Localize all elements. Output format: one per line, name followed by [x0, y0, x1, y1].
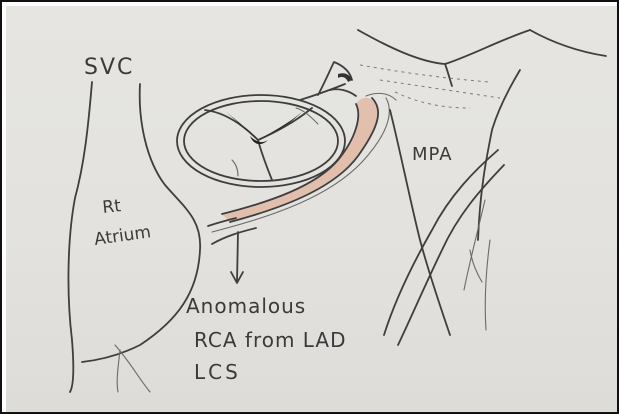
aortic-root — [300, 62, 356, 100]
aortic-valve — [177, 95, 345, 187]
rt-atrium-label-line1: Rt — [101, 196, 122, 218]
anomalous-label-line2: RCA from LAD — [194, 328, 347, 352]
rt-atrium-label-line2: Atrium — [93, 222, 152, 250]
label-pointer-arrow — [231, 232, 243, 283]
mpa-label: MPA — [412, 144, 453, 165]
anomalous-label-line3: LCS — [194, 360, 241, 384]
main-pulmonary-artery — [358, 30, 606, 345]
anomalous-label-line1: Anomalous — [186, 294, 306, 318]
svc-label: SVC — [84, 55, 134, 80]
